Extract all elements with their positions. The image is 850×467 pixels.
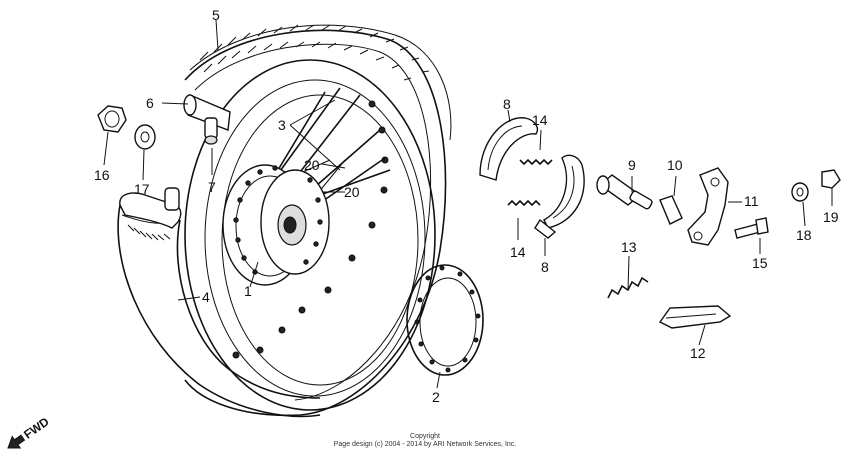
callout-17: 17 [134, 181, 150, 197]
copyright-line-2: Page design (c) 2004 - 2014 by ARI Netwo… [334, 441, 517, 448]
callout-4: 4 [202, 289, 210, 305]
arrow-left-icon [7, 434, 26, 449]
cap-nut [821, 169, 841, 189]
rim-nipples [232, 100, 389, 359]
valve-parts [183, 93, 231, 145]
brake-shoe-upper [479, 117, 539, 181]
callout-10: 10 [667, 157, 683, 173]
callout-9: 9 [628, 157, 636, 173]
brake-shoe-lower [534, 154, 585, 239]
callout-14-lower: 14 [510, 244, 526, 260]
hub [222, 164, 330, 286]
shoe-springs [507, 158, 553, 207]
rod-bracket [658, 305, 732, 329]
washer [134, 124, 156, 150]
tire-tread [189, 24, 452, 141]
brake-panel-ring [406, 264, 484, 376]
leader-lines [103, 19, 833, 389]
hub-holes [233, 165, 323, 275]
callout-11: 11 [744, 193, 759, 209]
axle-nut [97, 105, 127, 133]
bolt [734, 217, 769, 239]
forward-direction-marker: FWD [7, 414, 52, 449]
callout-labels: 5 6 7 3 20 20 1 4 2 8 14 14 8 9 10 11 13… [94, 7, 839, 405]
brake-arm [687, 167, 729, 246]
callout-1: 1 [244, 283, 252, 299]
callout-6: 6 [146, 95, 154, 111]
copyright-line-1: Copyright [410, 433, 440, 440]
callout-7: 7 [208, 179, 216, 195]
callout-15: 15 [752, 255, 768, 271]
callout-19: 19 [823, 209, 839, 225]
callout-2: 2 [432, 389, 440, 405]
callout-20-b: 20 [344, 184, 360, 200]
callout-3: 3 [278, 117, 286, 133]
callout-5: 5 [212, 7, 220, 23]
wear-indicator [659, 195, 683, 225]
inner-tube [117, 187, 321, 418]
fwd-label: FWD [21, 414, 52, 441]
callout-16: 16 [94, 167, 110, 183]
brake-cam [596, 174, 653, 210]
callout-8-lower: 8 [541, 259, 549, 275]
callout-8-upper: 8 [503, 96, 511, 112]
callout-20-a: 20 [304, 157, 320, 173]
callout-18: 18 [796, 227, 812, 243]
collar [791, 182, 809, 202]
callout-12: 12 [690, 345, 706, 361]
callout-14-upper: 14 [532, 112, 548, 128]
rim [184, 59, 436, 411]
callout-13: 13 [621, 239, 637, 255]
ring-holes [414, 265, 481, 373]
